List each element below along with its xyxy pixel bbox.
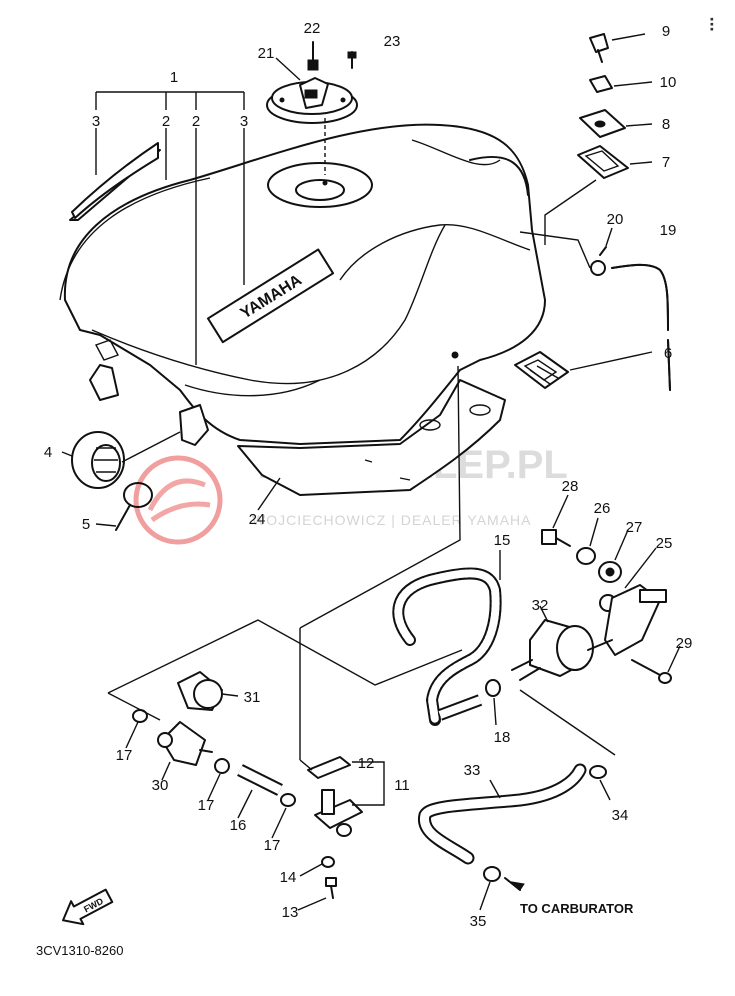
bolt-29: [631, 659, 672, 684]
callout-4: 4: [44, 444, 52, 461]
callout-9: 9: [662, 23, 670, 40]
callout-23: 23: [384, 33, 401, 50]
cap-screw-23: [347, 51, 357, 69]
fuel-hose-33: [418, 763, 587, 865]
damper-27: [598, 561, 622, 583]
cap-screw-22: [307, 41, 319, 71]
callout-5: 5: [82, 516, 90, 533]
washer-10: [589, 75, 613, 93]
damper-7: [577, 145, 629, 179]
callout-15: 15: [494, 532, 511, 549]
tank-emblem: YAMAHA: [206, 248, 335, 344]
callout-20: 20: [607, 211, 624, 228]
direction-note: TO CARBURATOR: [520, 901, 634, 916]
damper-6: [514, 351, 569, 389]
callout-11: 11: [394, 777, 410, 794]
drawing-code: 3CV1310-8260: [36, 943, 123, 958]
clip-17-c: [280, 793, 296, 807]
assembly-lines: [107, 365, 616, 771]
callout-27: 27: [626, 519, 643, 536]
pump-bracket-25: [599, 584, 667, 656]
washer-14: [321, 856, 335, 868]
callout-21: 21: [258, 45, 275, 62]
callout-17b: 17: [198, 797, 215, 814]
cover-31: [177, 671, 223, 711]
bolt-28: [541, 529, 571, 547]
callout-16: 16: [230, 817, 247, 834]
leader-lines: [61, 33, 681, 911]
callout-10: 10: [660, 74, 677, 91]
callout-26: 26: [594, 500, 611, 517]
clip-35: [483, 866, 501, 882]
clip-17-b: [214, 758, 230, 774]
o-ring-5: [115, 482, 153, 531]
callout-24: 24: [249, 511, 266, 528]
tank-pad: [237, 379, 506, 496]
callout-32: 32: [532, 597, 549, 614]
callout-31: 31: [244, 689, 261, 706]
forward-arrow-icon: FWD: [62, 888, 114, 926]
bolt-9: [589, 33, 609, 63]
callout-7: 7: [662, 154, 670, 171]
callout-29: 29: [676, 635, 693, 652]
callout-30: 30: [152, 777, 169, 794]
callout-2a: 2: [162, 113, 170, 130]
callout-33: 33: [464, 762, 481, 779]
callout-1: 1: [170, 69, 178, 86]
corner-mark: ⠇: [707, 16, 721, 36]
callout-34: 34: [612, 807, 629, 824]
clip-34: [589, 765, 607, 779]
callout-17c: 17: [264, 837, 281, 854]
fuel-hose-15: [392, 567, 502, 726]
callout-17a: 17: [116, 747, 133, 764]
fuel-tank: YAMAHA: [59, 123, 546, 446]
callout-14: 14: [280, 869, 297, 886]
callout-13: 13: [282, 904, 299, 921]
collar-26: [576, 547, 596, 565]
callout-22: 22: [304, 20, 321, 37]
callout-3b: 3: [240, 113, 248, 130]
callout-2b: 2: [192, 113, 200, 130]
filler-cap: [266, 77, 358, 124]
screw-13: [325, 877, 337, 899]
callout-8: 8: [662, 116, 670, 133]
callout-12: 12: [358, 755, 375, 772]
callout-19: 19: [660, 222, 677, 239]
watermark-subtitle: WOJCIECHOWICZ | DEALER YAMAHA: [252, 512, 531, 528]
fuel-cock-11: [314, 789, 363, 837]
callout-numbers: 1 2 2 3 3 4 5 6 7 8 9 10 11 12 13 14 15 …: [44, 20, 693, 930]
fuel-pump-32: [511, 619, 613, 681]
callout-25: 25: [656, 535, 673, 552]
callout-6: 6: [664, 345, 672, 362]
hose-16: [237, 764, 283, 796]
callout-28: 28: [562, 478, 579, 495]
hose-clip-20: [590, 246, 607, 276]
breather-hose-19: [611, 263, 671, 391]
callout-35: 35: [470, 913, 487, 930]
callout-18: 18: [494, 729, 511, 746]
gasket-12: [307, 756, 351, 779]
callout-3a: 3: [92, 113, 100, 130]
bracket-8: [579, 109, 626, 138]
hose-clip-18: [485, 679, 501, 697]
fuel-filter-30: [157, 721, 213, 766]
grommet-4: [71, 431, 125, 489]
watermark-logo: [133, 455, 223, 545]
